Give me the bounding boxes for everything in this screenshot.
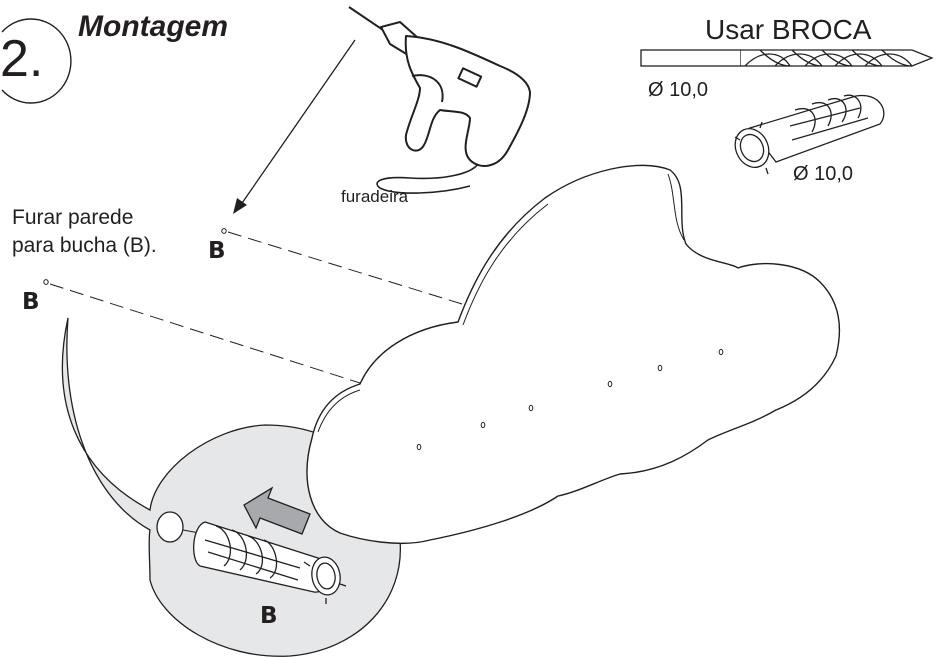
- instruction-text: Furar parede para bucha (B).: [12, 204, 157, 260]
- step-title: Montagem: [78, 10, 228, 43]
- marker-b-right: B: [208, 238, 226, 264]
- cloud-panel: [306, 164, 841, 545]
- wall-anchor-icon: [734, 94, 885, 175]
- instruction-line-1: Furar parede: [12, 206, 134, 229]
- instruction-line-2: para bucha (B).: [12, 234, 157, 257]
- wall-hole-right: [221, 228, 227, 234]
- drill-direction-arrowhead: [233, 198, 247, 214]
- step-number-circle: [1, 18, 72, 104]
- cloud-panel-edge: [317, 173, 685, 433]
- marker-b-detail: B: [260, 603, 278, 629]
- step-number: 2.: [0, 30, 44, 88]
- drill-bit-label: Usar BROCA: [705, 14, 872, 45]
- detail-wall-anchor-icon: [193, 521, 347, 604]
- marker-b-left: B: [22, 289, 40, 315]
- drill-icon: [348, 6, 531, 194]
- anchor-diameter: Ø 10,0: [793, 163, 854, 185]
- detail-wall-hole: [156, 511, 184, 543]
- insert-direction-arrow: [243, 486, 311, 535]
- drill-direction-arrow: [239, 39, 356, 207]
- alignment-line-right: [227, 231, 463, 305]
- drill-bit-icon: [640, 49, 934, 67]
- drill-label: furadeira: [341, 187, 409, 206]
- alignment-line-left: [49, 283, 361, 384]
- wall-hole-left: [43, 279, 49, 285]
- cloud-holes: [416, 348, 724, 451]
- drill-bit-diameter: Ø 10,0: [648, 79, 709, 101]
